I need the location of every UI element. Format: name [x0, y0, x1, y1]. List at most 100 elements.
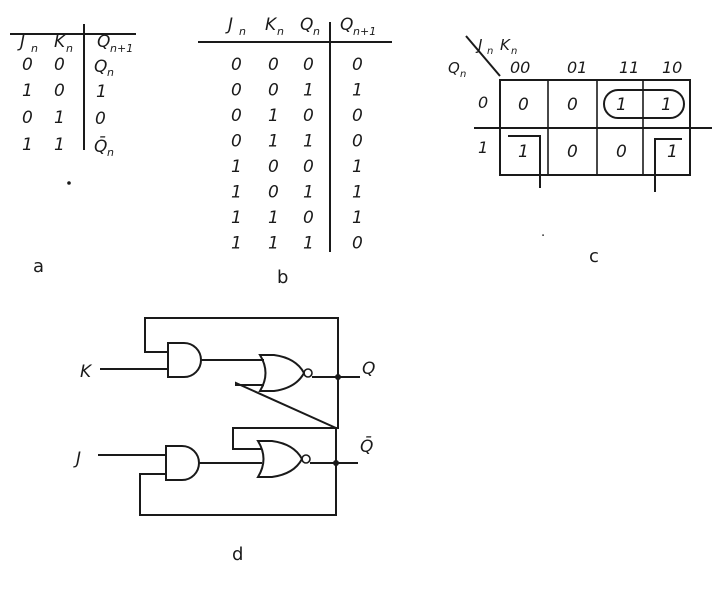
table-b-cell: 0	[231, 81, 242, 101]
table-b-cell: 1	[303, 183, 314, 203]
cross-wire-qbar-to-upper-nor	[235, 381, 337, 463]
kmap-col-var-k-sub: n	[511, 46, 517, 57]
kmap-cell: 0	[567, 95, 578, 115]
table-b-header-k: K	[265, 15, 278, 35]
input-j-label: J	[73, 449, 81, 469]
table-b-cell: 1	[352, 157, 363, 177]
figure-label-c: c	[589, 246, 599, 267]
kmap-grouping-loop-right	[654, 138, 682, 192]
nor-gate-bottom	[256, 440, 304, 478]
nor-gate-top	[258, 354, 306, 392]
table-b-cell: 1	[303, 132, 314, 152]
table-b-cell: 0	[303, 106, 314, 126]
kmap-cell: 1	[518, 142, 529, 162]
table-a-cell: 0	[54, 55, 65, 75]
table-b-cell: 0	[303, 157, 314, 177]
table-b-cell: 0	[231, 132, 242, 152]
kmap-col-head: 01	[567, 58, 587, 77]
kmap-row-var: Q	[448, 59, 460, 77]
kmap-corner-diagonal	[465, 35, 501, 77]
kmap-cell: 1	[661, 95, 672, 115]
table-b-cell: 1	[268, 132, 279, 152]
table-b-cell: 1	[303, 234, 314, 254]
table-a-cell: Q	[94, 57, 107, 77]
table-b-cell: 1	[231, 234, 242, 254]
output-q-label: Q	[362, 359, 375, 379]
and-gate-bottom	[165, 445, 200, 481]
table-b-header-q: Q	[300, 15, 313, 35]
table-b-header-j-sub: n	[239, 25, 246, 38]
table-b-header-j: J	[225, 15, 233, 35]
and-gate-top	[167, 342, 202, 378]
kmap-cell: 0	[518, 95, 529, 115]
jk-flipflop-circuit: K J Q Q̄ d	[73, 317, 375, 565]
table-b-cell: 1	[352, 183, 363, 203]
table-b-cell: 0	[268, 157, 279, 177]
kmap-col-var-k: K	[500, 36, 511, 54]
figure-label-d: d	[232, 544, 243, 565]
table-a-cell: 1	[54, 135, 65, 155]
kmap-col-var-j: J	[475, 36, 482, 54]
feedback-wire-bottom	[139, 463, 337, 516]
table-a: J n K n Q n+1 0 0 Q n 1 0 1 0 1 0 1 1 Q̄…	[10, 24, 136, 277]
kmap-cell: 0	[567, 142, 578, 162]
table-b-cell: 0	[352, 55, 363, 75]
table-b-cell: 0	[268, 183, 279, 203]
table-a-header-q: Q	[97, 32, 110, 52]
kmap-col-head: 00	[510, 58, 530, 77]
table-b-cell: 0	[352, 106, 363, 126]
table-a-cell: 1	[54, 108, 65, 128]
table-a-header-q-sub: n+1	[110, 42, 133, 55]
table-b-header-qn1-sub: n+1	[353, 25, 376, 38]
table-b-cell: 0	[268, 81, 279, 101]
table-b-cell: 0	[231, 55, 242, 75]
input-k-label: K	[80, 362, 93, 382]
figure-label-b: b	[277, 267, 288, 288]
kmap-row-head: 0	[478, 93, 488, 112]
kmap-row-head: 1	[478, 138, 488, 157]
nor-gate-bottom-bubble	[301, 454, 311, 464]
table-b-cell: 1	[231, 157, 242, 177]
table-b-cell: 0	[352, 132, 363, 152]
table-a-header-k: K	[54, 32, 67, 52]
feedback-wire-top	[144, 317, 339, 377]
table-b-header-qn1: Q	[340, 15, 353, 35]
karnaugh-map: J n K n Q n 00 01 11 10 0 1 0 0 1 1 1 0 …	[448, 35, 712, 267]
speck: ·	[541, 229, 545, 244]
nor-gate-top-bubble	[303, 368, 313, 378]
table-a-header-j-sub: n	[31, 42, 38, 55]
table-a-cell: 1	[96, 82, 107, 102]
kmap-cell: 0	[616, 142, 627, 162]
table-b-cell: 0	[268, 55, 279, 75]
table-b-cell: 1	[303, 81, 314, 101]
table-b-cell: 0	[303, 208, 314, 228]
table-a-cell: 1	[22, 81, 33, 101]
figure-label-a: a	[33, 256, 44, 277]
table-b-header-q-sub: n	[313, 25, 320, 38]
table-a-header-k-sub: n	[66, 42, 73, 55]
output-qbar-label: Q̄	[360, 435, 373, 457]
table-b-cell: 0	[231, 106, 242, 126]
table-b-cell: 1	[352, 81, 363, 101]
table-b-cell: 1	[352, 208, 363, 228]
table-a-header-j: J	[17, 32, 25, 52]
table-a-cell-sub: n	[107, 146, 114, 159]
table-a-cell: 0	[54, 81, 65, 101]
kmap-cell: 1	[667, 142, 678, 162]
table-b-cell: 1	[268, 234, 279, 254]
kmap-grouping-loop-top	[603, 89, 685, 119]
table-b-cell: 1	[268, 208, 279, 228]
kmap-grouping-loop-left	[508, 135, 541, 188]
kmap-col-head: 11	[619, 58, 639, 77]
cross-wire-q-to-lower-nor	[232, 377, 339, 450]
table-a-cell: 0	[22, 55, 33, 75]
kmap-col-var-j-sub: n	[487, 46, 493, 57]
kmap-col-head: 10	[662, 58, 682, 77]
table-b-cell: 1	[231, 183, 242, 203]
speck	[67, 181, 71, 185]
table-a-cell: 1	[22, 135, 33, 155]
table-a-cell: 0	[22, 108, 33, 128]
